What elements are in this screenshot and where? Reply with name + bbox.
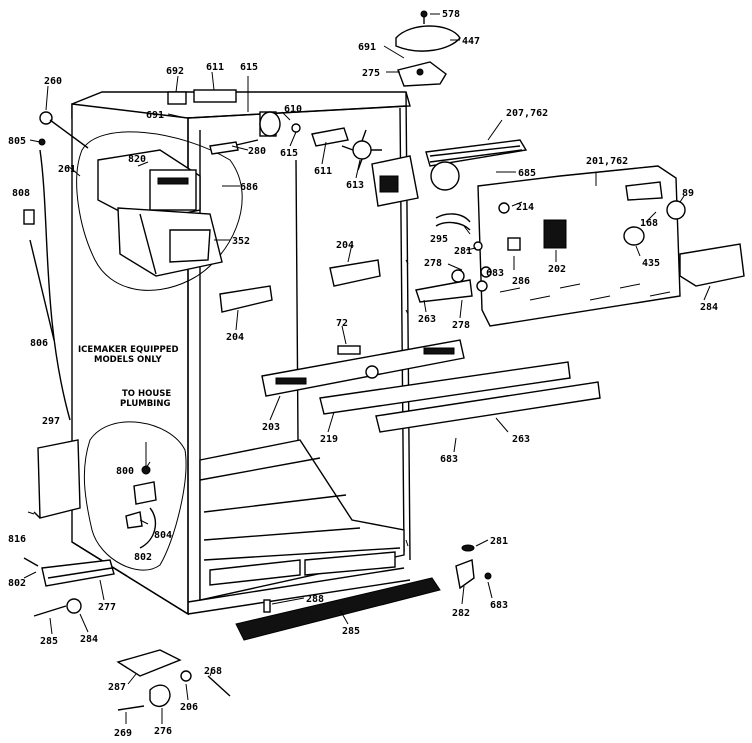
callout-72: 72 — [336, 318, 348, 329]
top-cover-447 — [395, 10, 461, 87]
callout-800: 800 — [116, 466, 134, 477]
callout-285: 285 — [342, 626, 360, 637]
callout-206: 206 — [180, 702, 198, 713]
callout-578: 578 — [442, 9, 460, 20]
left-side-items — [23, 111, 89, 519]
callout-435: 435 — [642, 258, 660, 269]
callout-615: 615 — [240, 62, 258, 73]
callout-201-762: 201,762 — [586, 156, 628, 167]
bottom-hinge-parts — [116, 649, 231, 711]
callout-281: 281 — [454, 246, 472, 257]
callout-447: 447 — [462, 36, 480, 47]
callout-295: 295 — [430, 234, 448, 245]
callout-278b: 278 — [452, 320, 470, 331]
callout-261: 261 — [58, 164, 76, 175]
bracket-204-right — [329, 259, 381, 287]
callout-611: 611 — [206, 62, 224, 73]
callout-214: 214 — [516, 202, 534, 213]
callout-691b: 691 — [146, 110, 164, 121]
plumbing-note-line2: PLUMBING — [120, 399, 170, 409]
callout-277: 277 — [98, 602, 116, 613]
callout-284b: 284 — [80, 634, 98, 645]
callout-686: 686 — [240, 182, 258, 193]
callout-685: 685 — [518, 168, 536, 179]
light-bulb-89 — [666, 200, 686, 220]
icemaker-assembly — [97, 149, 223, 277]
callout-269: 269 — [114, 728, 132, 739]
callout-268: 268 — [204, 666, 222, 677]
callout-611b: 611 — [314, 166, 332, 177]
callout-613: 613 — [346, 180, 364, 191]
callout-288: 288 — [306, 594, 324, 605]
callout-278: 278 — [424, 258, 442, 269]
callout-263: 263 — [418, 314, 436, 325]
callout-691: 691 — [358, 42, 376, 53]
light-shield-204 — [679, 243, 745, 287]
callout-260: 260 — [44, 76, 62, 87]
callout-282: 282 — [452, 608, 470, 619]
callout-683c: 683 — [490, 600, 508, 611]
callout-280: 280 — [248, 146, 266, 157]
icemaker-region-outline — [76, 131, 243, 291]
callout-352: 352 — [232, 236, 250, 247]
callout-692: 692 — [166, 66, 184, 77]
thermostat-parts — [415, 213, 492, 303]
callout-816: 816 — [8, 534, 26, 545]
leader-lines — [23, 13, 711, 724]
callout-281b: 281 — [490, 536, 508, 547]
callout-297: 297 — [42, 416, 60, 427]
callout-204: 204 — [336, 240, 354, 251]
callout-203: 203 — [262, 422, 280, 433]
callout-804: 804 — [154, 530, 172, 541]
callout-204b: 204 — [226, 332, 244, 343]
callout-207-762: 207,762 — [506, 108, 548, 119]
icemaker-note-line2: MODELS ONLY — [94, 355, 162, 365]
control-panel-201 — [477, 165, 681, 327]
callout-89: 89 — [682, 188, 694, 199]
callout-615b: 615 — [280, 148, 298, 159]
bracket-204-left — [219, 285, 273, 313]
callout-820: 820 — [128, 154, 146, 165]
callout-802: 802 — [134, 552, 152, 563]
callout-285b: 285 — [40, 636, 58, 647]
callout-286: 286 — [512, 276, 530, 287]
plumbing-note-line1: TO HOUSE — [122, 389, 171, 399]
callout-808: 808 — [12, 188, 30, 199]
callout-219: 219 — [320, 434, 338, 445]
callout-806: 806 — [30, 338, 48, 349]
base-rail-277 — [23, 557, 115, 587]
callout-284: 284 — [700, 302, 718, 313]
water-valve — [125, 465, 157, 549]
top-fan-and-controls — [167, 89, 528, 207]
callout-168: 168 — [640, 218, 658, 229]
callout-276: 276 — [154, 726, 172, 737]
callout-683: 683 — [486, 268, 504, 279]
cover-72 — [337, 345, 361, 355]
callout-263b: 263 — [512, 434, 530, 445]
callout-287: 287 — [108, 682, 126, 693]
callout-610: 610 — [284, 104, 302, 115]
callout-683b: 683 — [440, 454, 458, 465]
callout-202: 202 — [548, 264, 566, 275]
leveling-parts — [33, 598, 82, 617]
roller-282 — [455, 544, 492, 590]
plumbing-region-outline — [83, 421, 187, 571]
callout-802b: 802 — [8, 578, 26, 589]
icemaker-note-line1: ICEMAKER EQUIPPED — [78, 345, 179, 355]
toe-grille-288 — [235, 577, 441, 641]
callout-275: 275 — [362, 68, 380, 79]
crisper-rails — [261, 339, 601, 433]
callout-805: 805 — [8, 136, 26, 147]
callout-labels: 578 447 691 275 692 611 615 691 610 615 … — [8, 9, 718, 739]
